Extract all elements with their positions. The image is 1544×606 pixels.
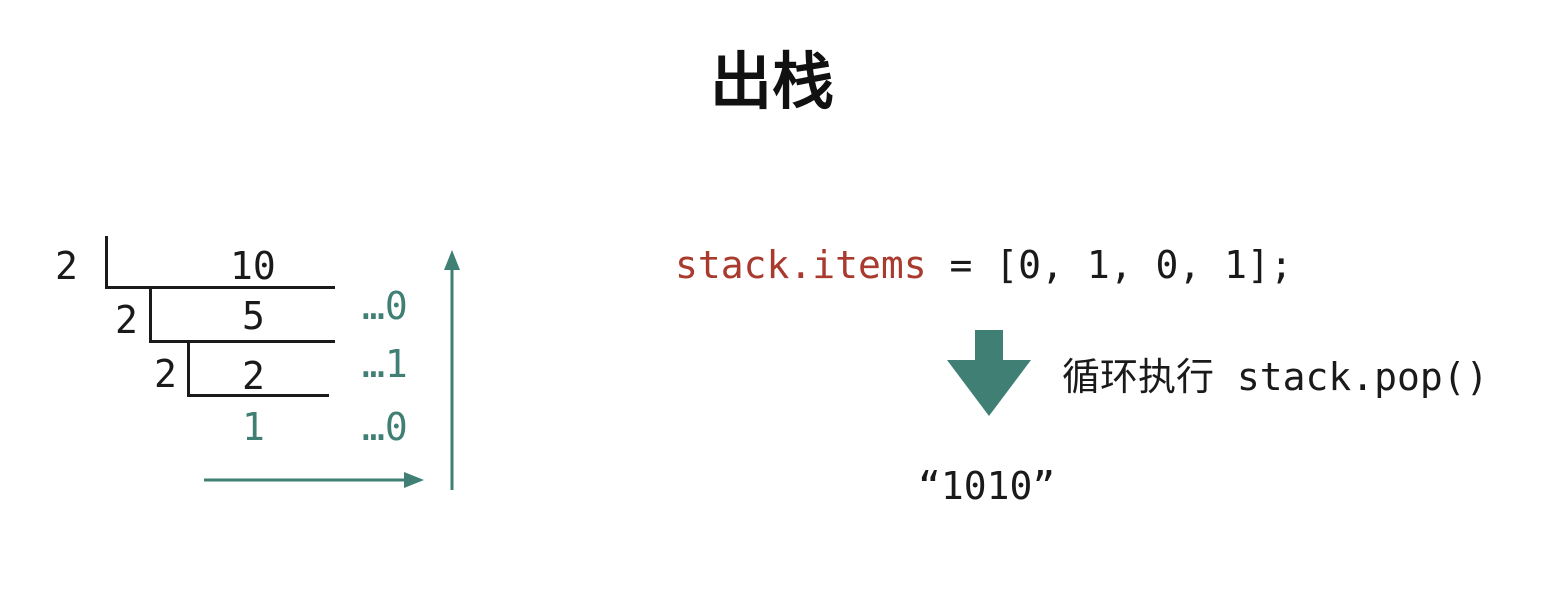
loop-pop-label: 循环执行 stack.pop() xyxy=(1062,354,1489,400)
code-lhs: stack.items xyxy=(675,243,927,287)
loop-label-cn: 循环执行 xyxy=(1062,355,1215,399)
remainder-2: …1 xyxy=(362,342,408,386)
slide-title: 出栈 xyxy=(709,45,834,118)
division-line-1 xyxy=(105,286,335,289)
divisor-2: 2 xyxy=(115,298,138,342)
divisor-3: 2 xyxy=(154,352,177,396)
division-bracket-1 xyxy=(105,236,108,288)
dividend-2: 5 xyxy=(242,294,265,338)
division-bracket-2 xyxy=(149,288,152,342)
code-rhs: = [0, 1, 0, 1]; xyxy=(926,243,1293,287)
divisor-1: 2 xyxy=(55,244,78,288)
division-line-2 xyxy=(149,340,335,343)
division-bracket-3 xyxy=(187,342,190,396)
result-string: “1010” xyxy=(918,464,1056,508)
stack-items-code: stack.items = [0, 1, 0, 1]; xyxy=(675,242,1293,288)
final-quotient: 1 xyxy=(242,405,265,449)
dividend-3: 2 xyxy=(242,354,265,398)
down-arrow-icon xyxy=(947,330,1031,416)
up-arrow-icon xyxy=(444,250,460,490)
dividend-1: 10 xyxy=(230,244,276,288)
remainder-3: …0 xyxy=(362,405,408,449)
division-line-3 xyxy=(187,394,329,397)
remainder-1: …0 xyxy=(362,284,408,328)
right-arrow-icon xyxy=(204,472,424,488)
pop-call: stack.pop() xyxy=(1214,355,1489,399)
